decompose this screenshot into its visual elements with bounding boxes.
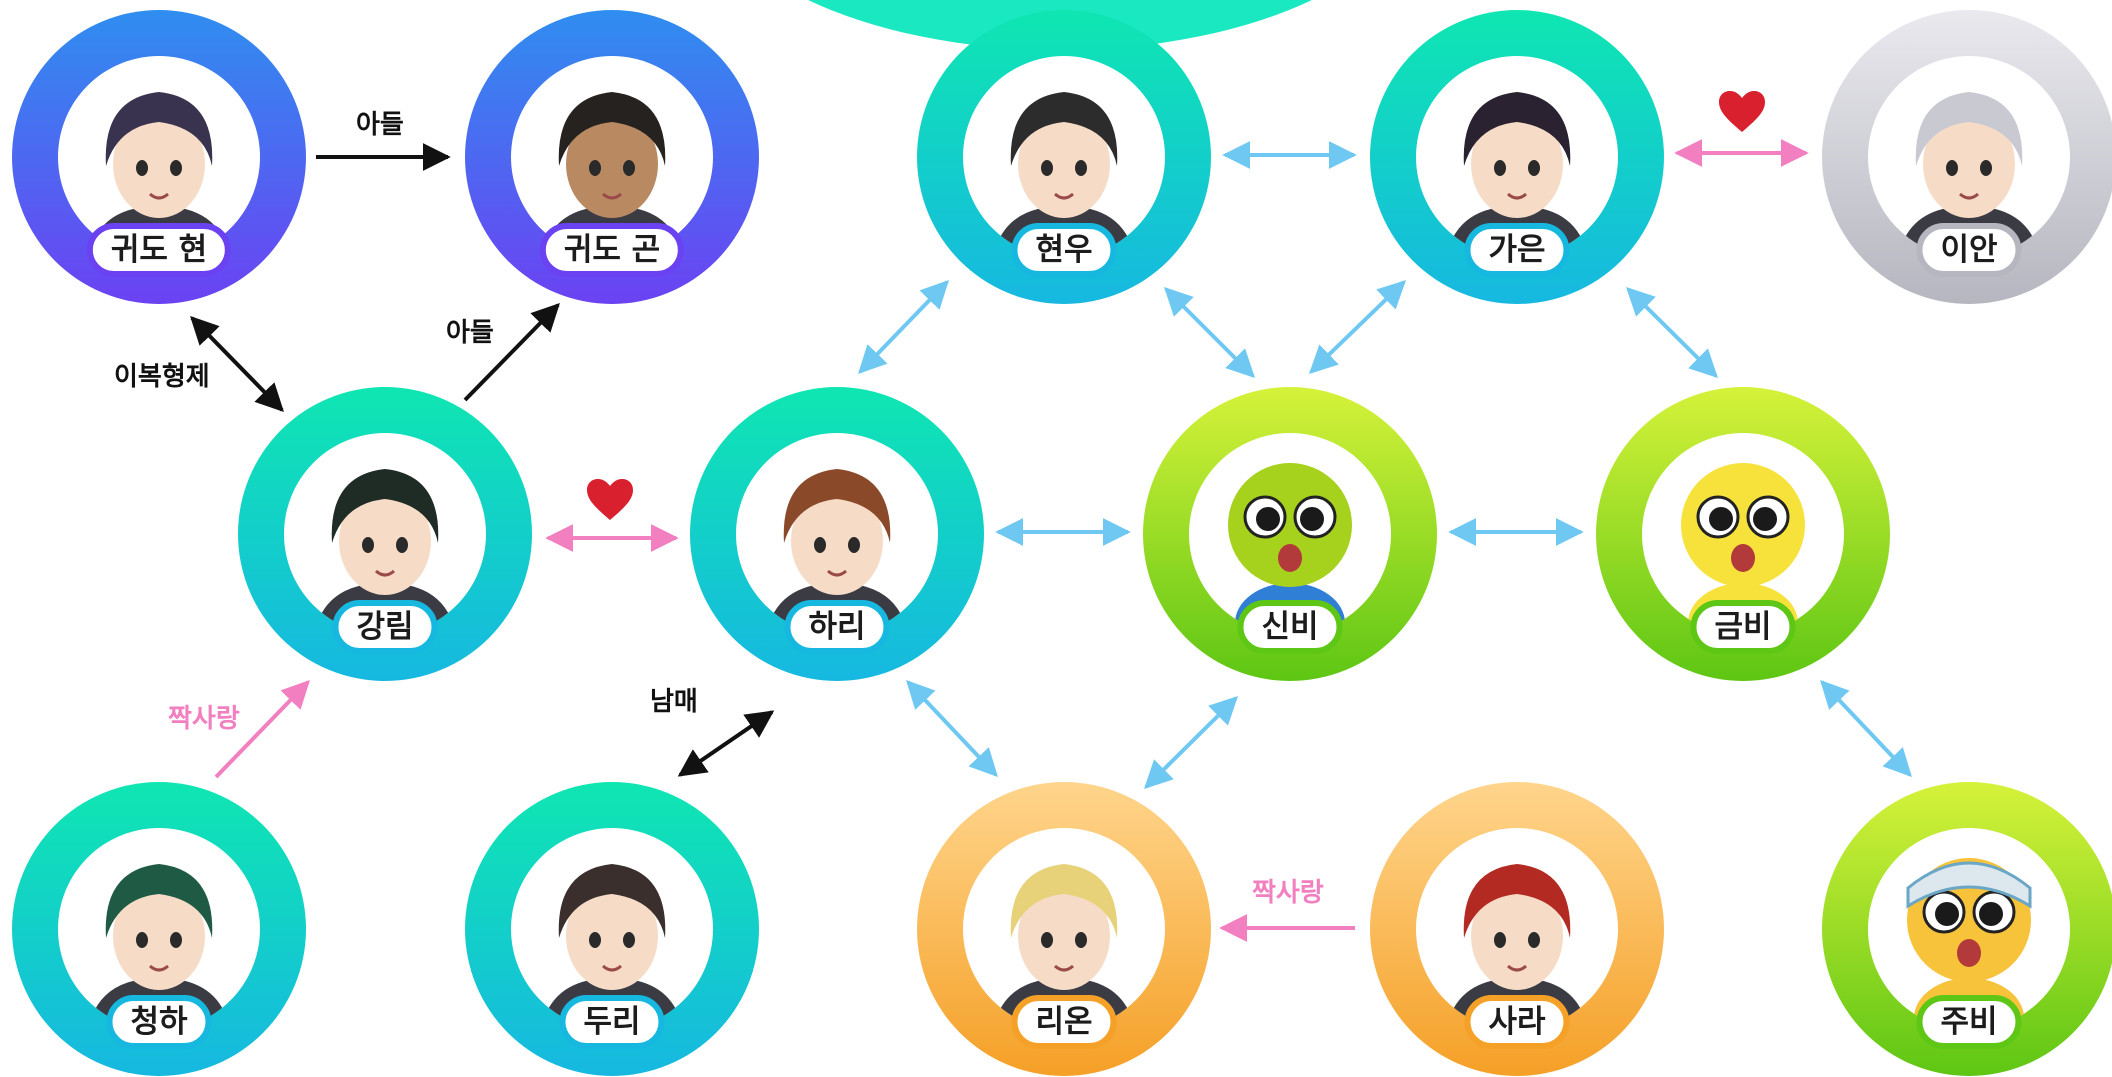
character-name-label: 귀도 현 <box>86 223 232 277</box>
character-node-rion[interactable]: 리온 <box>917 782 1211 1076</box>
heart-icon <box>1719 91 1765 132</box>
character-name-label: 하리 <box>784 600 890 654</box>
arrow-half-brothers <box>190 315 284 413</box>
arrow-siblings <box>677 710 775 777</box>
character-name-label: 신비 <box>1237 600 1343 654</box>
relation-label-half-brothers: 이복형제 <box>114 362 210 392</box>
character-node-gaeun[interactable]: 가은 <box>1370 10 1664 304</box>
heart-icon <box>587 479 633 520</box>
character-name-label: 두리 <box>559 995 665 1049</box>
character-node-hari[interactable]: 하리 <box>690 387 984 681</box>
relation-label-crush: 짝사랑 <box>1252 878 1324 908</box>
character-name-label: 가은 <box>1464 223 1570 277</box>
character-node-geumbi[interactable]: 금비 <box>1596 387 1890 681</box>
goblin-icon <box>1681 463 1805 635</box>
character-node-hyunwoo[interactable]: 현우 <box>917 10 1211 304</box>
character-name-label: 주비 <box>1916 995 2022 1049</box>
character-node-shinbi[interactable]: 신비 <box>1143 387 1437 681</box>
portrait-frame <box>284 433 486 635</box>
portrait-icon <box>1898 92 2040 258</box>
character-node-cheongha[interactable]: 청하 <box>12 782 306 1076</box>
character-name-label: 이안 <box>1916 223 2022 277</box>
arrow-crush <box>214 679 310 779</box>
character-node-sara[interactable]: 사라 <box>1370 782 1664 1076</box>
character-name-label: 현우 <box>1011 223 1117 277</box>
character-node-jubi[interactable]: 주비 <box>1822 782 2112 1076</box>
character-node-duri[interactable]: 두리 <box>465 782 759 1076</box>
character-node-guido-hyun[interactable]: 귀도 현 <box>12 10 306 304</box>
character-node-ian[interactable]: 이안 <box>1822 10 2112 304</box>
character-name-label: 금비 <box>1690 600 1796 654</box>
arrow-son <box>463 302 560 402</box>
arrow-friend <box>1820 679 1912 778</box>
arrow-friend <box>858 279 949 375</box>
relation-label-son: 아들 <box>356 110 404 140</box>
arrow-friend <box>1308 280 1407 374</box>
relation-label-son: 아들 <box>446 318 494 348</box>
character-name-label: 리온 <box>1011 995 1117 1049</box>
arrow-friend <box>1626 287 1718 378</box>
arrow-friend <box>1144 696 1238 789</box>
character-node-gangrim[interactable]: 강림 <box>238 387 532 681</box>
character-name-label: 사라 <box>1464 995 1570 1049</box>
character-name-label: 강림 <box>332 600 438 654</box>
relation-label-crush: 짝사랑 <box>168 704 240 734</box>
arrow-friend <box>906 679 998 778</box>
character-name-label: 귀도 곤 <box>539 223 685 277</box>
character-name-label: 청하 <box>106 995 212 1049</box>
arrow-friend <box>1164 287 1255 378</box>
relation-label-siblings: 남매 <box>650 687 698 717</box>
character-node-guido-gon[interactable]: 귀도 곤 <box>465 10 759 304</box>
